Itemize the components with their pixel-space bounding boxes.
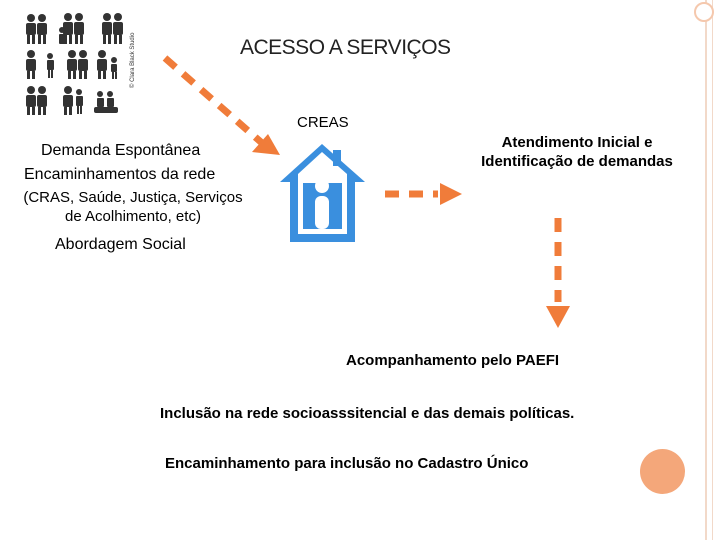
encaminhamentos-label: Encaminhamentos da rede (24, 166, 216, 183)
accent-circle (640, 449, 685, 494)
svg-text:© Clara Black Studio: © Clara Black Studio (129, 32, 136, 88)
cadastro-label: Encaminhamento para inclusão no Cadastro… (165, 455, 529, 472)
frame-line (712, 0, 713, 540)
family-group-icon: © Clara Black Studio (26, 13, 136, 115)
acompanhamento-label: Acompanhamento pelo PAEFI (346, 352, 560, 369)
house-icon (280, 144, 365, 242)
arrow-horizontal (385, 183, 462, 205)
creas-label: CREAS (297, 114, 349, 131)
abordagem-label: Abordagem Social (55, 236, 186, 253)
arrow-vertical (546, 218, 570, 328)
page-title: ACESSO A SERVIÇOS (240, 36, 451, 59)
atendimento-label: Atendimento Inicial e Identificação de d… (481, 134, 673, 170)
frame-line (705, 0, 707, 540)
cras-detail-label: (CRAS, Saúde, Justiça, Serviços de Acolh… (23, 189, 243, 225)
corner-dot (694, 2, 714, 22)
inclusao-label: Inclusão na rede socioasssitencial e das… (160, 405, 575, 422)
arrow-diagonal (162, 55, 280, 155)
demanda-label: Demanda Espontânea (41, 142, 201, 159)
